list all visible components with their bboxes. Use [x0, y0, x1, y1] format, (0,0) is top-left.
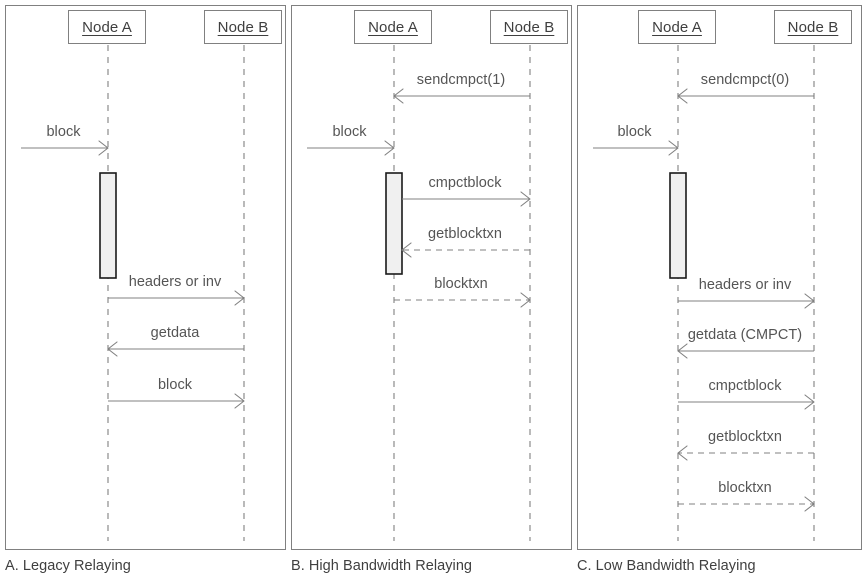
arrowhead-icon — [401, 242, 412, 258]
message-label: blocktxn — [434, 276, 488, 292]
arrowhead-icon — [668, 140, 679, 156]
message-label: block — [157, 377, 193, 393]
arrowhead-icon — [107, 341, 118, 357]
message-label: sendcmpct(0) — [700, 72, 790, 88]
message-label: sendcmpct(1) — [416, 72, 506, 88]
sequence-diagram-panel-a — [5, 5, 286, 550]
message-label: getblocktxn — [708, 429, 782, 445]
diagram-lines-panel-a — [21, 45, 245, 541]
message-label: cmpctblock — [708, 378, 782, 394]
arrowhead-icon — [520, 191, 531, 207]
diagram-lines-panel-b — [307, 45, 531, 541]
message-label: getblocktxn — [428, 226, 502, 242]
arrowhead-icon — [804, 293, 815, 309]
message-label: getdata (CMPCT) — [687, 327, 803, 343]
node-label: Node B — [217, 18, 269, 36]
arrowhead-icon — [393, 88, 404, 104]
arrowhead-icon — [234, 393, 245, 409]
panel-caption: A. Legacy Relaying — [5, 558, 131, 574]
message-label: headers or inv — [698, 277, 792, 293]
message-label: blocktxn — [718, 480, 772, 496]
arrowhead-icon — [677, 88, 688, 104]
node-label: Node B — [503, 18, 555, 36]
message-label: block — [46, 124, 81, 140]
sequence-diagram-panel-b — [291, 5, 572, 550]
message-label: headers or inv — [128, 274, 222, 290]
message-label: cmpctblock — [428, 175, 502, 191]
node-label: Node B — [787, 18, 839, 36]
message-label: block — [617, 124, 652, 140]
arrowhead-icon — [234, 290, 245, 306]
node-box-node-a[interactable]: Node A — [68, 10, 146, 44]
node-box-node-b[interactable]: Node B — [490, 10, 568, 44]
arrowhead-icon — [804, 394, 815, 410]
sequence-diagram-panel-c — [577, 5, 862, 550]
arrowhead-icon — [677, 445, 688, 461]
activation-bar — [669, 172, 687, 279]
panel-caption: B. High Bandwidth Relaying — [291, 558, 473, 574]
arrowhead-icon — [804, 496, 815, 512]
node-box-node-a[interactable]: Node A — [354, 10, 432, 44]
message-label: block — [332, 124, 367, 140]
arrowhead-icon — [98, 140, 109, 156]
arrowhead-icon — [677, 343, 688, 359]
arrowhead-icon — [520, 292, 531, 308]
activation-bar — [99, 172, 117, 279]
message-label: getdata — [150, 325, 200, 341]
node-box-node-b[interactable]: Node B — [204, 10, 282, 44]
node-box-node-b[interactable]: Node B — [774, 10, 852, 44]
node-label: Node A — [652, 18, 702, 36]
node-box-node-a[interactable]: Node A — [638, 10, 716, 44]
node-label: Node A — [368, 18, 418, 36]
node-label: Node A — [82, 18, 132, 36]
diagram-lines-panel-c — [593, 45, 815, 541]
activation-bar — [385, 172, 403, 275]
panel-caption: C. Low Bandwidth Relaying — [577, 558, 756, 574]
arrowhead-icon — [384, 140, 395, 156]
